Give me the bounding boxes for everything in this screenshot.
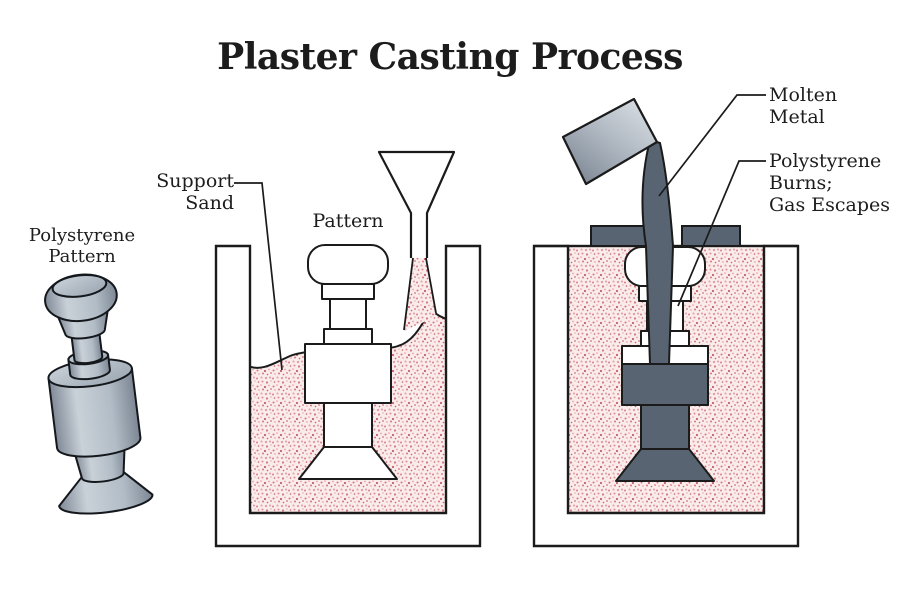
pouring-stage [532, 97, 800, 548]
sand-stream-right-edge [425, 257, 437, 314]
pattern3d-knob-top-face [51, 273, 108, 298]
polystyrene-pattern-3d [44, 273, 154, 515]
pattern-block [304, 343, 392, 404]
pattern-flange [321, 283, 375, 300]
label-support-sand: Support Sand [156, 170, 234, 215]
pattern-neck [329, 298, 367, 330]
metal-base [615, 448, 715, 482]
metal-block-lower [621, 363, 709, 406]
mold-packing-stage [214, 150, 482, 548]
label-molten-metal: Molten Metal [769, 84, 838, 129]
diagram-title: Plaster Casting Process [217, 36, 683, 78]
pattern-knob [307, 244, 389, 285]
sand-funnel [377, 150, 456, 258]
pattern3d-base-flare [58, 470, 154, 515]
sand-stream [404, 258, 436, 331]
leader-line-molten-metal [658, 94, 766, 197]
crucible [561, 97, 659, 186]
leader-line-polystyrene-burns [677, 160, 766, 307]
label-pattern: Pattern [312, 210, 384, 232]
pattern-collar [323, 328, 373, 345]
sand-stream-left-edge [403, 257, 414, 331]
pattern-stem [323, 402, 373, 448]
label-polystyrene-burns: Polystyrene Burns; Gas Escapes [769, 150, 891, 217]
cast-metal-fill [615, 363, 715, 482]
leader-line-support-sand [234, 182, 283, 371]
pattern-base [298, 446, 398, 480]
label-polystyrene-pattern: Polystyrene Pattern [28, 225, 136, 267]
molten-metal-stream [641, 139, 674, 365]
pattern3d-drum [47, 367, 142, 458]
metal-stem [640, 404, 690, 450]
pattern-cross-section-white [298, 244, 398, 480]
weight-left [590, 225, 649, 247]
mold-container-walls [214, 244, 482, 548]
